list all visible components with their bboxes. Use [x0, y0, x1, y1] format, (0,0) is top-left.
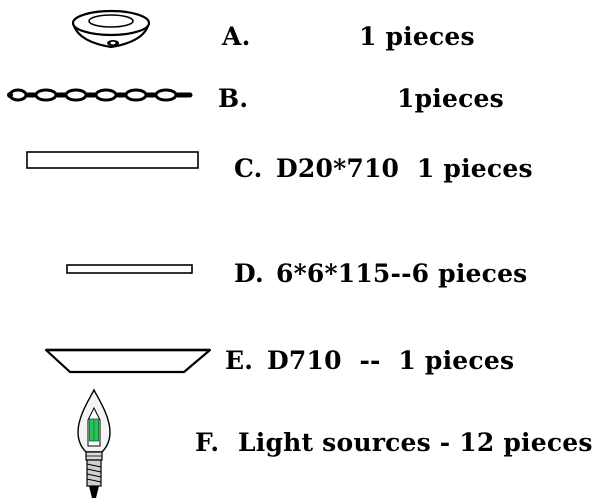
part-e-letter: E.: [225, 346, 254, 375]
part-f-text: Light sources - 12 pieces: [238, 428, 593, 457]
part-b-text: 1pieces: [397, 84, 504, 113]
part-c-text: D20*710 1 pieces: [276, 154, 533, 183]
rod-rect-icon: [66, 264, 193, 274]
tray-plate-icon: [44, 348, 212, 374]
part-a-letter: A.: [222, 22, 251, 51]
bar-rect-icon: [26, 151, 199, 169]
part-f-letter: F.: [195, 428, 220, 457]
part-e-text: D710 -- 1 pieces: [267, 346, 515, 375]
part-d-letter: D.: [234, 259, 264, 288]
ceiling-canopy-icon: [71, 9, 151, 49]
part-a-text: 1 pieces: [359, 22, 475, 51]
candle-bulb-icon: [77, 388, 111, 498]
chain-icon: [7, 88, 193, 102]
part-c-letter: C.: [234, 154, 263, 183]
part-d-text: 6*6*115--6 pieces: [276, 259, 528, 288]
part-b-letter: B.: [218, 84, 249, 113]
